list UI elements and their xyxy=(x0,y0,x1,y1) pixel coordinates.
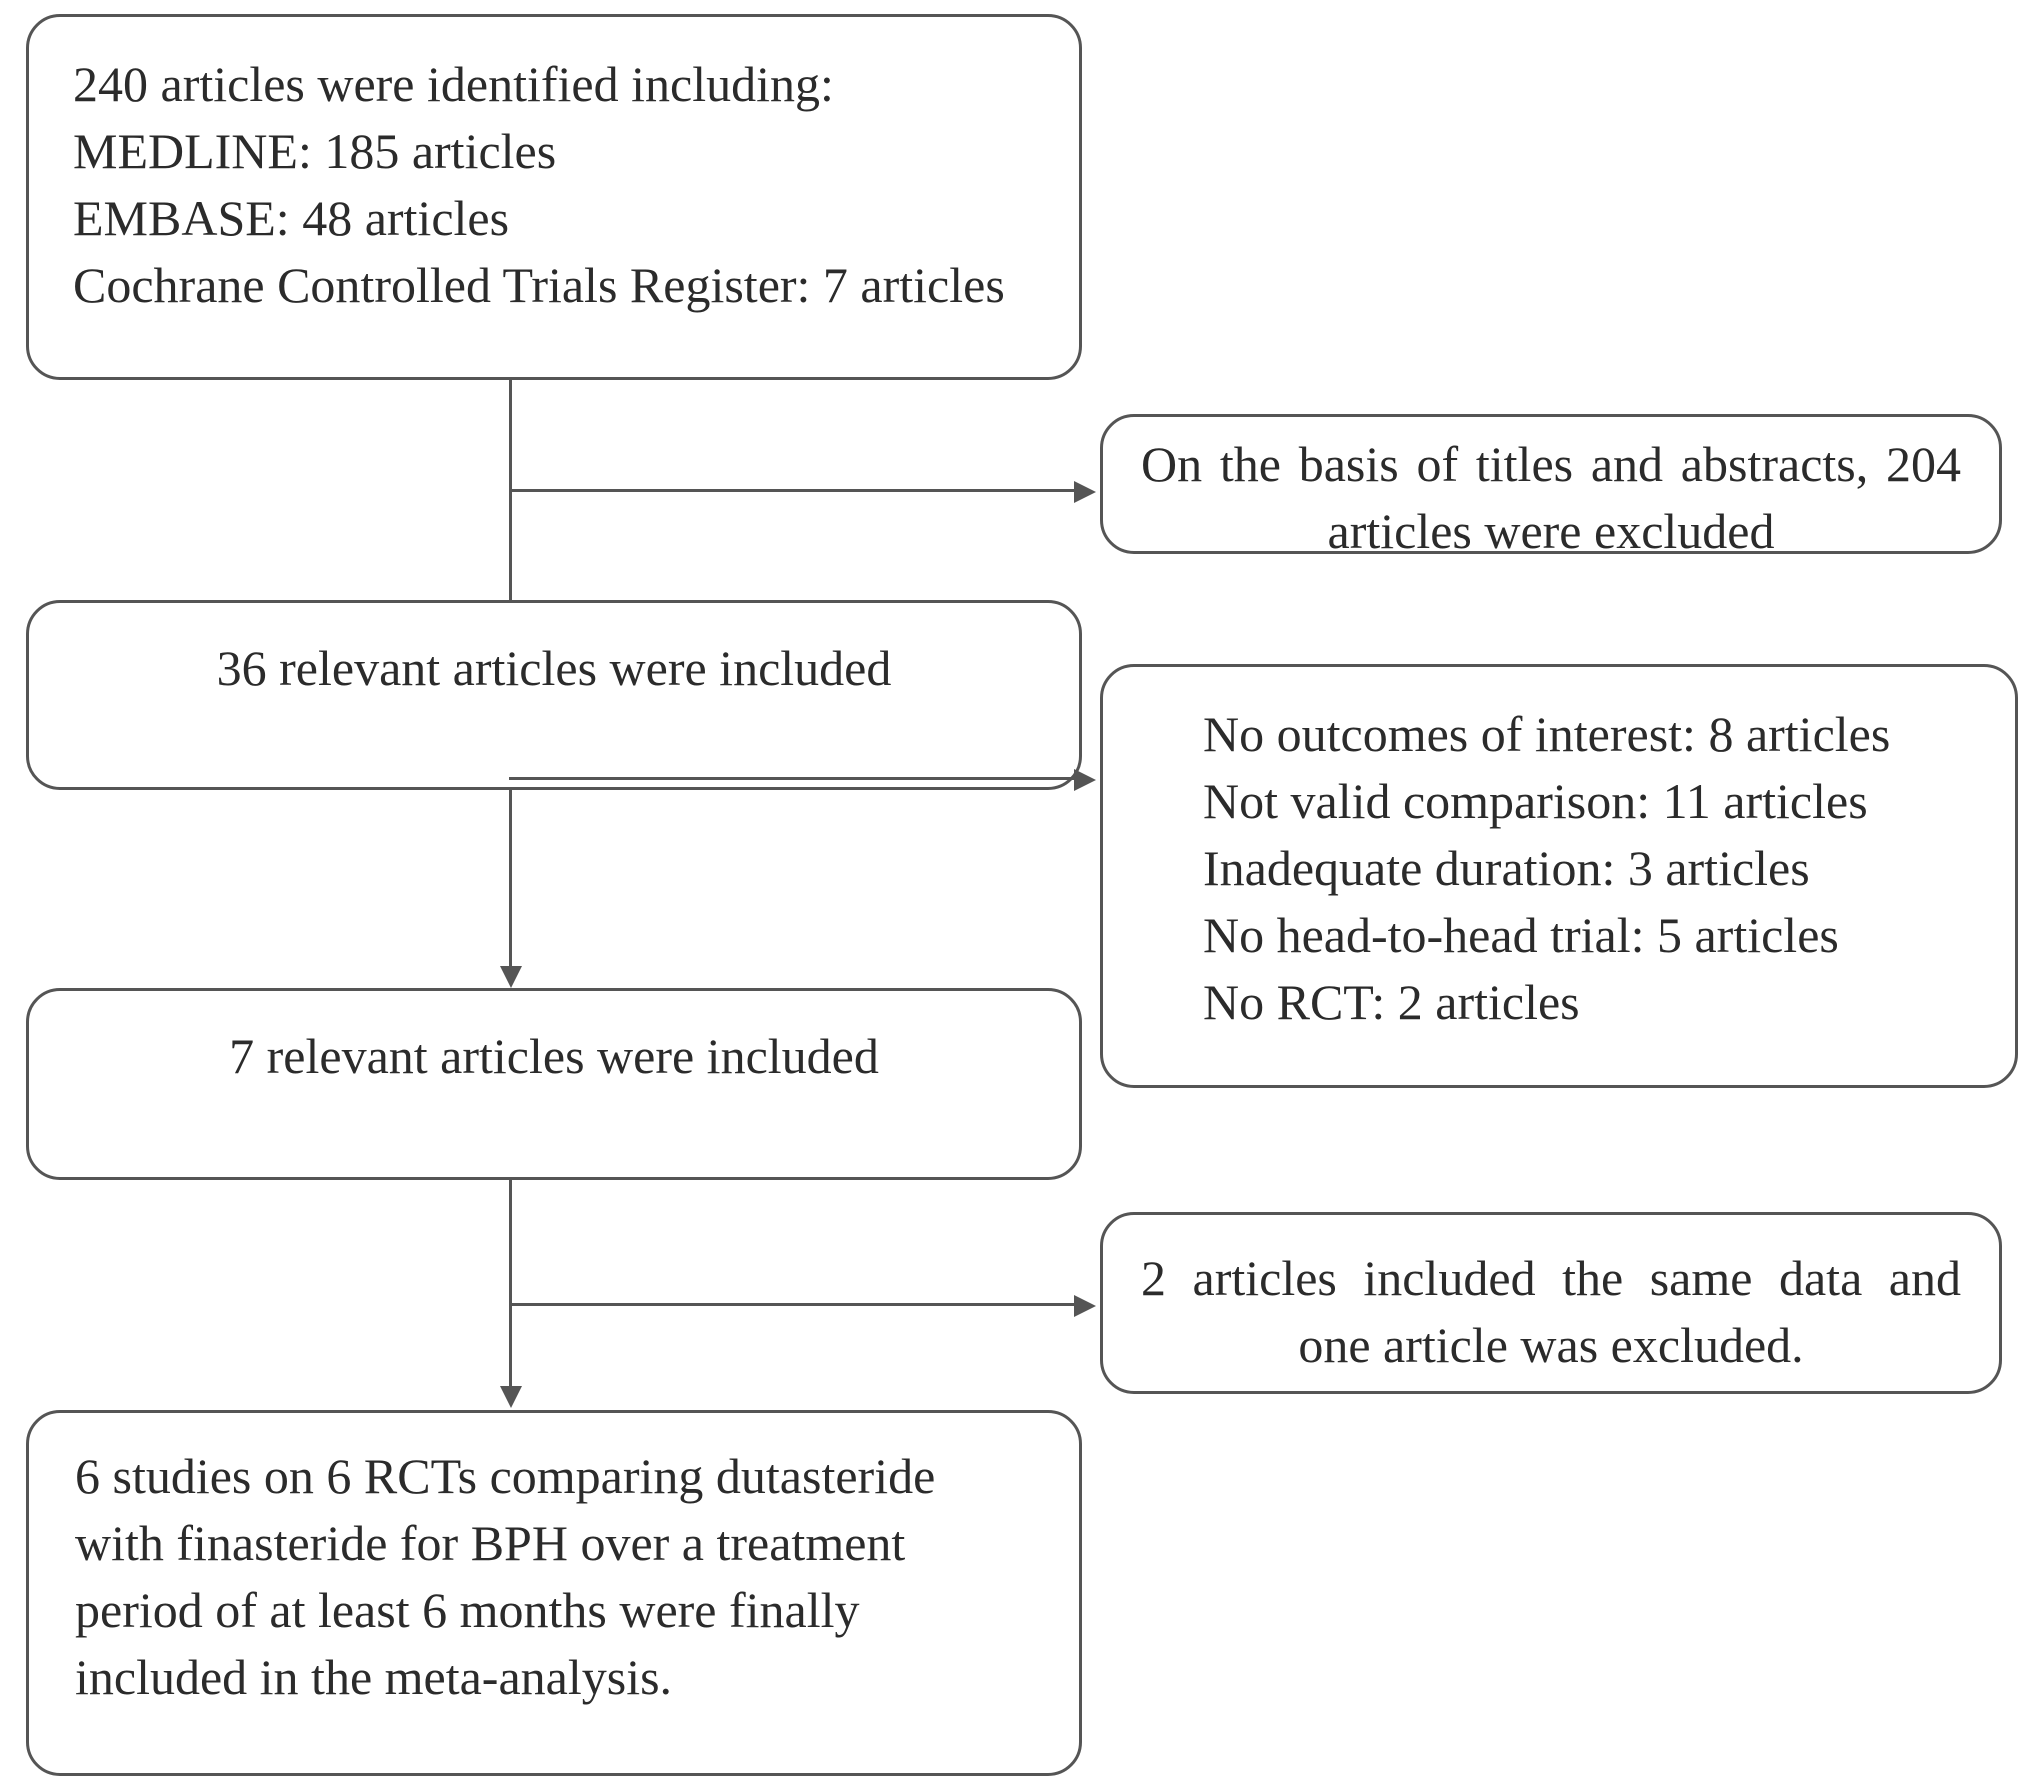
connector-branch-to-exclusion-reasons xyxy=(509,777,1079,780)
final-line-4: included in the meta-analysis. xyxy=(75,1649,673,1705)
node-final-included-studies: 6 studies on 6 RCTs comparing dutasterid… xyxy=(26,1410,1082,1776)
connector-branch-to-excluded-titles xyxy=(509,489,1079,492)
node-included-36-articles: 36 relevant articles were included xyxy=(26,600,1082,790)
node-articles-identified: 240 articles were identified including: … xyxy=(26,14,1082,380)
included-7-label: 7 relevant articles were included xyxy=(229,1028,879,1084)
final-line-2: with finasteride for BPH over a treatmen… xyxy=(75,1515,906,1571)
node-excluded-titles-abstracts: On the basis of titles and abstracts, 20… xyxy=(1100,414,2002,559)
excluded-ta-line-1: On the basis of titles and abstracts, 20… xyxy=(1141,436,1961,492)
identified-line-3: EMBASE: 48 articles xyxy=(73,190,510,246)
same-data-line-1: 2 articles included the same data and xyxy=(1141,1250,1961,1306)
arrowhead-to-final xyxy=(500,1386,522,1408)
excluded-ta-line-2: articles were excluded xyxy=(1327,503,1775,559)
exclusion-reason-3: Inadequate duration: 3 articles xyxy=(1203,840,1810,896)
same-data-line-2: one article was excluded. xyxy=(1298,1317,1804,1373)
arrowhead-to-excluded-titles xyxy=(1074,481,1096,503)
exclusion-reason-4: No head-to-head trial: 5 articles xyxy=(1203,907,1839,963)
exclusion-reason-5: No RCT: 2 articles xyxy=(1203,974,1580,1030)
connector-included36-to-included7 xyxy=(509,790,512,968)
exclusion-reason-1: No outcomes of interest: 8 articles xyxy=(1203,706,1891,762)
node-duplicate-data-excluded: 2 articles included the same data and on… xyxy=(1100,1212,2002,1394)
connector-included7-to-final xyxy=(509,1180,512,1388)
node-exclusion-reasons: No outcomes of interest: 8 articles Not … xyxy=(1100,664,2018,1088)
identified-line-4: Cochrane Controlled Trials Register: 7 a… xyxy=(73,257,1005,313)
connector-branch-to-same-data xyxy=(509,1303,1079,1306)
arrowhead-to-included7 xyxy=(500,966,522,988)
arrowhead-to-same-data xyxy=(1074,1295,1096,1317)
exclusion-reason-2: Not valid comparison: 11 articles xyxy=(1203,773,1868,829)
arrowhead-to-exclusion-reasons xyxy=(1074,769,1096,791)
node-included-7-articles: 7 relevant articles were included xyxy=(26,988,1082,1180)
final-line-1: 6 studies on 6 RCTs comparing dutasterid… xyxy=(75,1448,936,1504)
identified-line-2: MEDLINE: 185 articles xyxy=(73,123,557,179)
identified-line-1: 240 articles were identified including: xyxy=(73,56,834,112)
included-36-label: 36 relevant articles were included xyxy=(216,640,892,696)
final-line-3: period of at least 6 months were finally xyxy=(75,1582,860,1638)
